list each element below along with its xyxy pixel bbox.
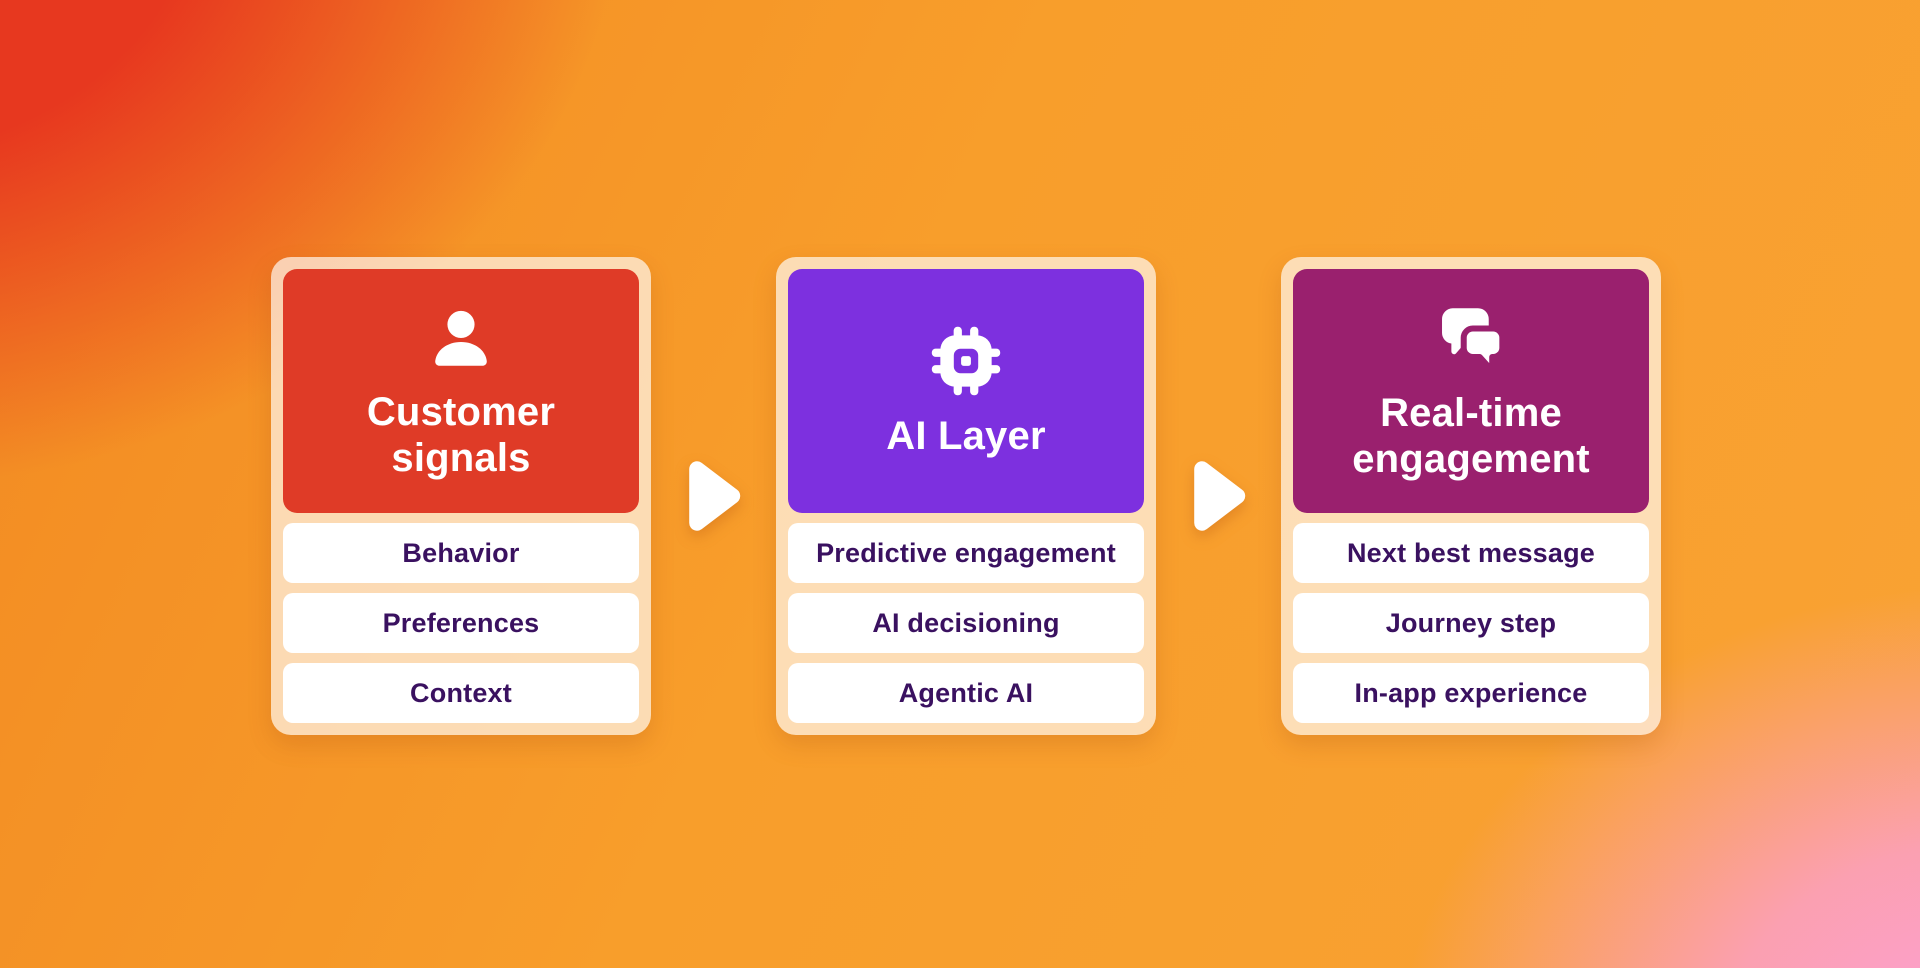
card-header-customer-signals: Customer signals [283, 269, 639, 513]
card-header-real-time-engagement: Real-time engagement [1293, 269, 1649, 513]
list-item: Journey step [1293, 593, 1649, 653]
list-item: Behavior [283, 523, 639, 583]
arrow-right-icon [1156, 449, 1281, 543]
card-ai-layer: AI Layer Predictive engagement AI decisi… [776, 257, 1156, 735]
list-item: Next best message [1293, 523, 1649, 583]
list-item: In-app experience [1293, 663, 1649, 723]
card-real-time-engagement: Real-time engagement Next best message J… [1281, 257, 1661, 735]
card-title: Real-time engagement [1352, 391, 1590, 481]
user-icon [424, 301, 498, 375]
list-item: Context [283, 663, 639, 723]
list-item: Agentic AI [788, 663, 1144, 723]
card-title: AI Layer [886, 414, 1046, 458]
card-header-ai-layer: AI Layer [788, 269, 1144, 513]
list-item: AI decisioning [788, 593, 1144, 653]
flow-diagram: Customer signals Behavior Preferences Co… [271, 257, 1661, 735]
arrow-right-icon [651, 449, 776, 543]
list-item: Predictive engagement [788, 523, 1144, 583]
chat-bubbles-icon [1433, 300, 1509, 376]
card-title: Customer signals [366, 390, 556, 480]
card-customer-signals: Customer signals Behavior Preferences Co… [271, 257, 651, 735]
chip-icon [928, 323, 1004, 399]
list-item: Preferences [283, 593, 639, 653]
